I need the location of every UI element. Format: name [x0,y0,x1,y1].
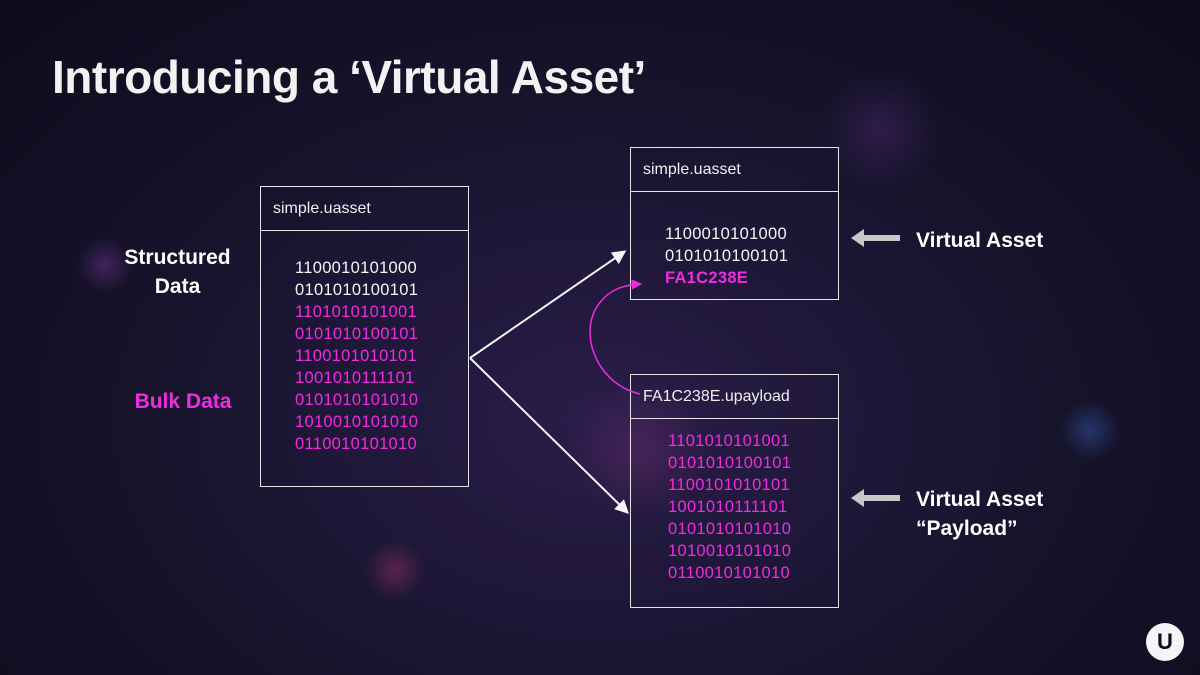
payload-bit-row: 1001010111101 [668,498,788,516]
bulk-data-label: Bulk Data [134,390,232,413]
payload-pointer-arrow-icon [851,489,900,507]
structured-bit-row: 1100010101000 [665,225,787,243]
payload-header: FA1C238E.upayload [631,375,838,419]
bulk-bit-row: 1101010101001 [295,303,417,321]
bulk-bit-row: 1001010111101 [295,369,415,387]
source-asset-header: simple.uasset [261,187,468,231]
payload-box: FA1C238E.upayload 1101010101001 01010101… [630,374,839,608]
bulk-bit-row: 0101010101010 [295,391,419,409]
structured-data-label: Structured Data [124,246,231,298]
virtual-asset-header: simple.uasset [631,148,838,192]
hash-reference-arrow [589,279,643,395]
structured-bit-row: 0101010100101 [665,247,789,265]
virtual-asset-label: Virtual Asset [916,229,1044,252]
payload-bit-row: 1100101010101 [668,476,790,494]
payload-bit-row: 1101010101001 [668,432,790,450]
unreal-engine-logo-icon: U [1146,623,1184,661]
structured-bit-row: 0101010100101 [295,281,419,299]
payload-bit-row: 0110010101010 [668,564,790,582]
virtual-asset-bits: 1100010101000 0101010100101 FA1C238E [665,223,788,289]
split-arrow-to-payload [469,357,629,514]
payload-bit-row: 0101010101010 [668,520,792,538]
bulk-bit-row: 0110010101010 [295,435,417,453]
payload-bits: 1101010101001 0101010100101 110010101010… [668,430,791,584]
payload-bit-row: 0101010100101 [668,454,792,472]
payload-hash-reference: FA1C238E [665,269,749,287]
payload-bit-row: 1010010101010 [668,542,792,560]
slide-title: Introducing a ‘Virtual Asset’ [52,51,646,103]
split-arrow-to-virtual-asset [469,250,627,359]
virtual-asset-payload-label: Virtual Asset “Payload” [916,488,1044,540]
structured-bit-row: 1100010101000 [295,259,417,277]
source-asset-box: simple.uasset 1100010101000 010101010010… [260,186,469,487]
bulk-bit-row: 0101010100101 [295,325,419,343]
virtual-asset-pointer-arrow-icon [851,229,900,247]
source-asset-bits: 1100010101000 0101010100101 110101010100… [295,257,418,455]
bulk-bit-row: 1010010101010 [295,413,419,431]
bulk-bit-row: 1100101010101 [295,347,417,365]
virtual-asset-box: simple.uasset 1100010101000 010101010010… [630,147,839,300]
